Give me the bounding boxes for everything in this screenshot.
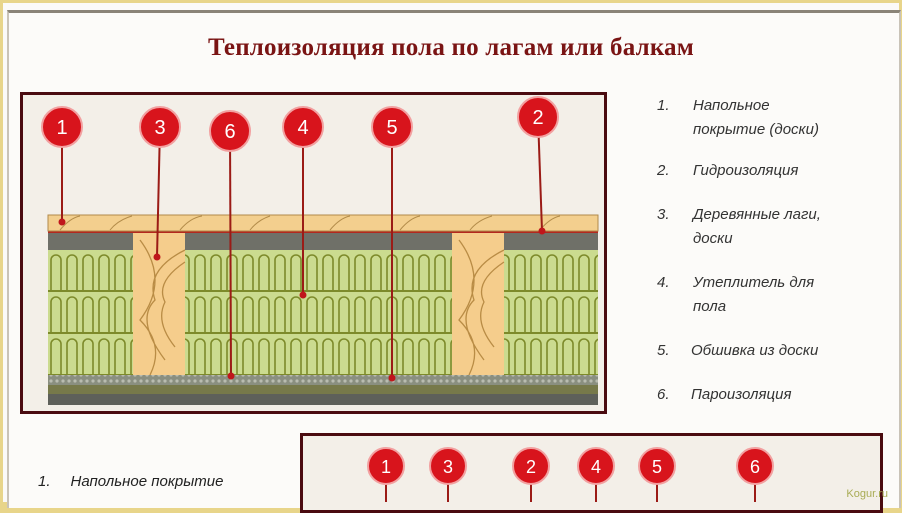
- legend-text: Гидроизоляция: [693, 162, 799, 179]
- marker-label: 4: [297, 117, 308, 139]
- marker-3: 3: [139, 106, 181, 261]
- marker-5: 5: [371, 106, 413, 382]
- marker-label: 1: [381, 457, 391, 477]
- leader-dot: [227, 372, 235, 380]
- bottom-list-item: 1. Напольное покрытие: [38, 473, 223, 490]
- marker-label: 4: [591, 457, 601, 477]
- marker-label: 5: [386, 117, 397, 139]
- marker-5: 5: [638, 447, 676, 513]
- legend-text: Напольное: [693, 97, 770, 114]
- leader-dot: [388, 374, 396, 382]
- marker-circle: [517, 96, 559, 138]
- marker-circle: [367, 447, 405, 485]
- legend-text: Утеплитель для: [693, 274, 815, 291]
- legend-text: Деревянные лаги,: [693, 206, 821, 223]
- marker-circle: [139, 106, 181, 148]
- marker-label: 5: [652, 457, 662, 477]
- legend-number: 3.: [657, 206, 670, 223]
- legend-number: 6.: [657, 386, 670, 403]
- marker-6: 6: [736, 447, 774, 513]
- marker-circle: [371, 106, 413, 148]
- leader-line: [156, 126, 161, 258]
- marker-circle: [736, 447, 774, 485]
- marker-1: 1: [367, 447, 405, 513]
- vapor-barrier: [48, 375, 598, 385]
- legend: 1. Напольное покрытие (доски) 2. Гидроизоля…: [657, 94, 897, 414]
- marker-label: 3: [154, 117, 165, 139]
- marker-label: 6: [224, 121, 235, 143]
- leader-line: [229, 130, 232, 377]
- markers-bottom: 1 3 2 4 5 6: [367, 447, 774, 513]
- floor-boards: [47, 214, 599, 232]
- marker-circle: [209, 110, 251, 152]
- marker-2: 2: [512, 447, 550, 513]
- waterproofing: [185, 232, 452, 250]
- bottom-diagram-markers: 1 3 2 4 5 6: [367, 447, 774, 513]
- insulation-layer: [48, 250, 598, 375]
- legend-text: пола: [693, 298, 727, 315]
- marker-label: 2: [532, 107, 543, 129]
- marker-2: 2: [517, 96, 559, 235]
- marker-4: 4: [282, 106, 324, 299]
- diagram-bottom: 1 3 2 4 5 6: [300, 433, 883, 513]
- legend-text: доски: [693, 230, 733, 247]
- page-title: Теплоизоляция пола по лагам или балкам: [207, 34, 694, 61]
- marker-circle: [638, 447, 676, 485]
- marker-3: 3: [429, 447, 467, 513]
- marker-circle: [512, 447, 550, 485]
- legend-number: 2.: [657, 162, 670, 179]
- board-sheathing: [48, 385, 598, 394]
- leader-dot: [153, 253, 161, 261]
- markers-top: 1 3 6 4 5 2: [41, 96, 559, 382]
- list-number: 1.: [38, 473, 51, 490]
- marker-label: 2: [526, 457, 536, 477]
- marker-circle: [282, 106, 324, 148]
- legend-number: 4.: [657, 274, 670, 291]
- marker-circle: [429, 447, 467, 485]
- marker-label: 6: [750, 457, 760, 477]
- marker-1: 1: [41, 106, 83, 226]
- watermark: Kogur.ru: [846, 488, 888, 500]
- floor-cross-section: 1 3 6 4 5 2: [41, 96, 599, 405]
- waterproofing: [48, 232, 133, 250]
- leader-dot: [538, 227, 546, 235]
- legend-text: Обшивка из доски: [691, 342, 819, 359]
- marker-label: 1: [56, 117, 67, 139]
- leader-dot: [299, 291, 307, 299]
- legend-number: 5.: [657, 342, 670, 359]
- diagram-top: 1 3 6 4 5 2: [20, 92, 607, 414]
- leader-dot: [58, 218, 66, 226]
- list-text: Напольное покрытие: [70, 473, 224, 490]
- marker-6: 6: [209, 110, 251, 380]
- wooden-lag: [452, 233, 505, 376]
- legend-number: 1.: [657, 97, 670, 114]
- marker-circle: [41, 106, 83, 148]
- waterproofing: [504, 232, 598, 250]
- legend-text: Пароизоляция: [691, 386, 792, 403]
- legend-text: покрытие (доски): [693, 121, 819, 138]
- marker-4: 4: [577, 447, 615, 513]
- marker-label: 3: [443, 457, 453, 477]
- base-layer: [48, 394, 598, 405]
- marker-circle: [577, 447, 615, 485]
